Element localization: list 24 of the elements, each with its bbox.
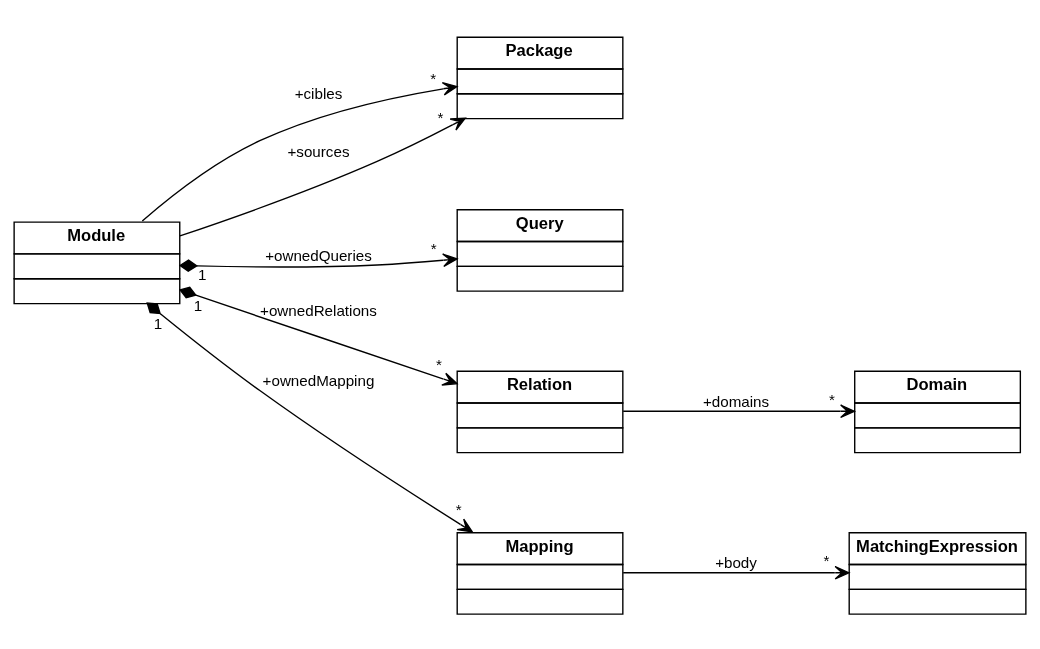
label: * — [436, 355, 442, 373]
edge-label: +cibles — [294, 84, 343, 102]
edge-label: +domains — [702, 392, 770, 410]
arrow — [141, 81, 458, 222]
label: * — [437, 108, 444, 126]
label: 1 — [153, 314, 163, 332]
edge-label: +ownedMapping — [262, 371, 375, 389]
arrow — [622, 565, 850, 580]
label: * — [828, 390, 835, 408]
arrow — [178, 286, 458, 386]
label: * — [430, 69, 437, 87]
label: * — [430, 239, 437, 257]
label: * — [455, 500, 462, 518]
arrow — [179, 116, 466, 237]
label: 1 — [198, 265, 207, 283]
arrow — [178, 252, 458, 272]
arrow — [146, 301, 473, 532]
arrow — [622, 403, 856, 418]
label: 1 — [193, 296, 203, 314]
edge-label: +body — [715, 553, 757, 571]
edge-label: +ownedQueries — [265, 246, 372, 264]
edge-label: +sources — [287, 142, 350, 160]
edge-label: +ownedRelations — [260, 301, 377, 319]
label: * — [823, 551, 830, 569]
